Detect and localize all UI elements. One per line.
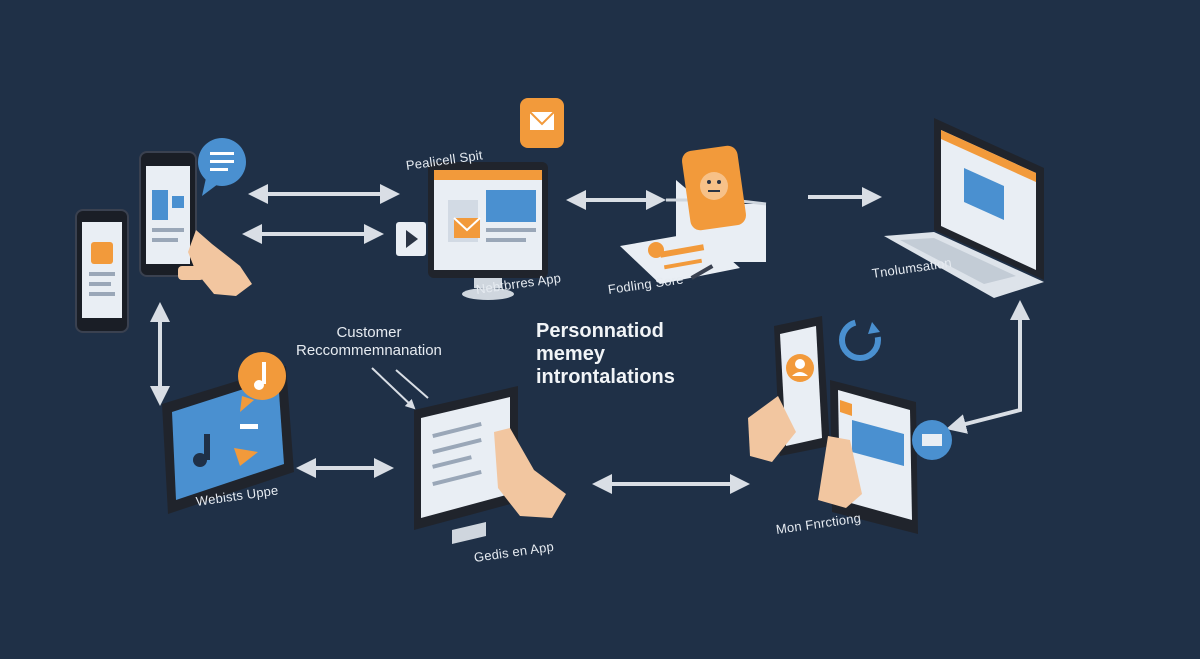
- center-title: Personnatiod memey introntalations: [536, 320, 675, 389]
- mail-icon-screen: [453, 217, 481, 238]
- left-phone-front: [139, 151, 197, 277]
- arrow-recommendation-pointer-1: [371, 367, 416, 410]
- user-profile-icon: [91, 242, 113, 264]
- hand-tapping-tablet: [818, 436, 862, 508]
- music-tablet: [162, 366, 294, 514]
- link-badge-icon: [912, 420, 952, 460]
- mobile-phone: [774, 316, 830, 456]
- mail-icon: [520, 98, 564, 148]
- laptop: [884, 118, 1044, 298]
- app-monitor: [414, 386, 518, 544]
- hand-holding-phone: [748, 396, 796, 462]
- refresh-icon: [839, 319, 881, 361]
- pointer-hand-icon: [178, 230, 252, 296]
- play-button-icon: [396, 222, 426, 256]
- arrow-recommendation-pointer-2: [395, 369, 429, 399]
- center-title-line-3: introntalations: [536, 366, 675, 388]
- center-title-line-2: memey: [536, 343, 605, 365]
- customer-recommendation-line-2: Reccommemnanation: [296, 342, 442, 359]
- music-note-icon: [238, 352, 286, 412]
- left-phone-back: [75, 209, 129, 333]
- customer-recommendation-label: Customer Reccommemnanation: [296, 324, 442, 360]
- emoji-face-icon: [681, 145, 747, 231]
- pointer-hand-icon-monitor: [494, 428, 566, 518]
- center-title-line-1: Personnatiod: [536, 320, 664, 342]
- connector-arrows: [150, 184, 1030, 494]
- user-profile-icon: [786, 354, 814, 382]
- browser-monitor: [428, 162, 548, 300]
- arrow-laptop-mobile: [946, 300, 1030, 434]
- customer-recommendation-line-1: Customer: [336, 324, 402, 341]
- chat-bubble-icon: [198, 138, 246, 196]
